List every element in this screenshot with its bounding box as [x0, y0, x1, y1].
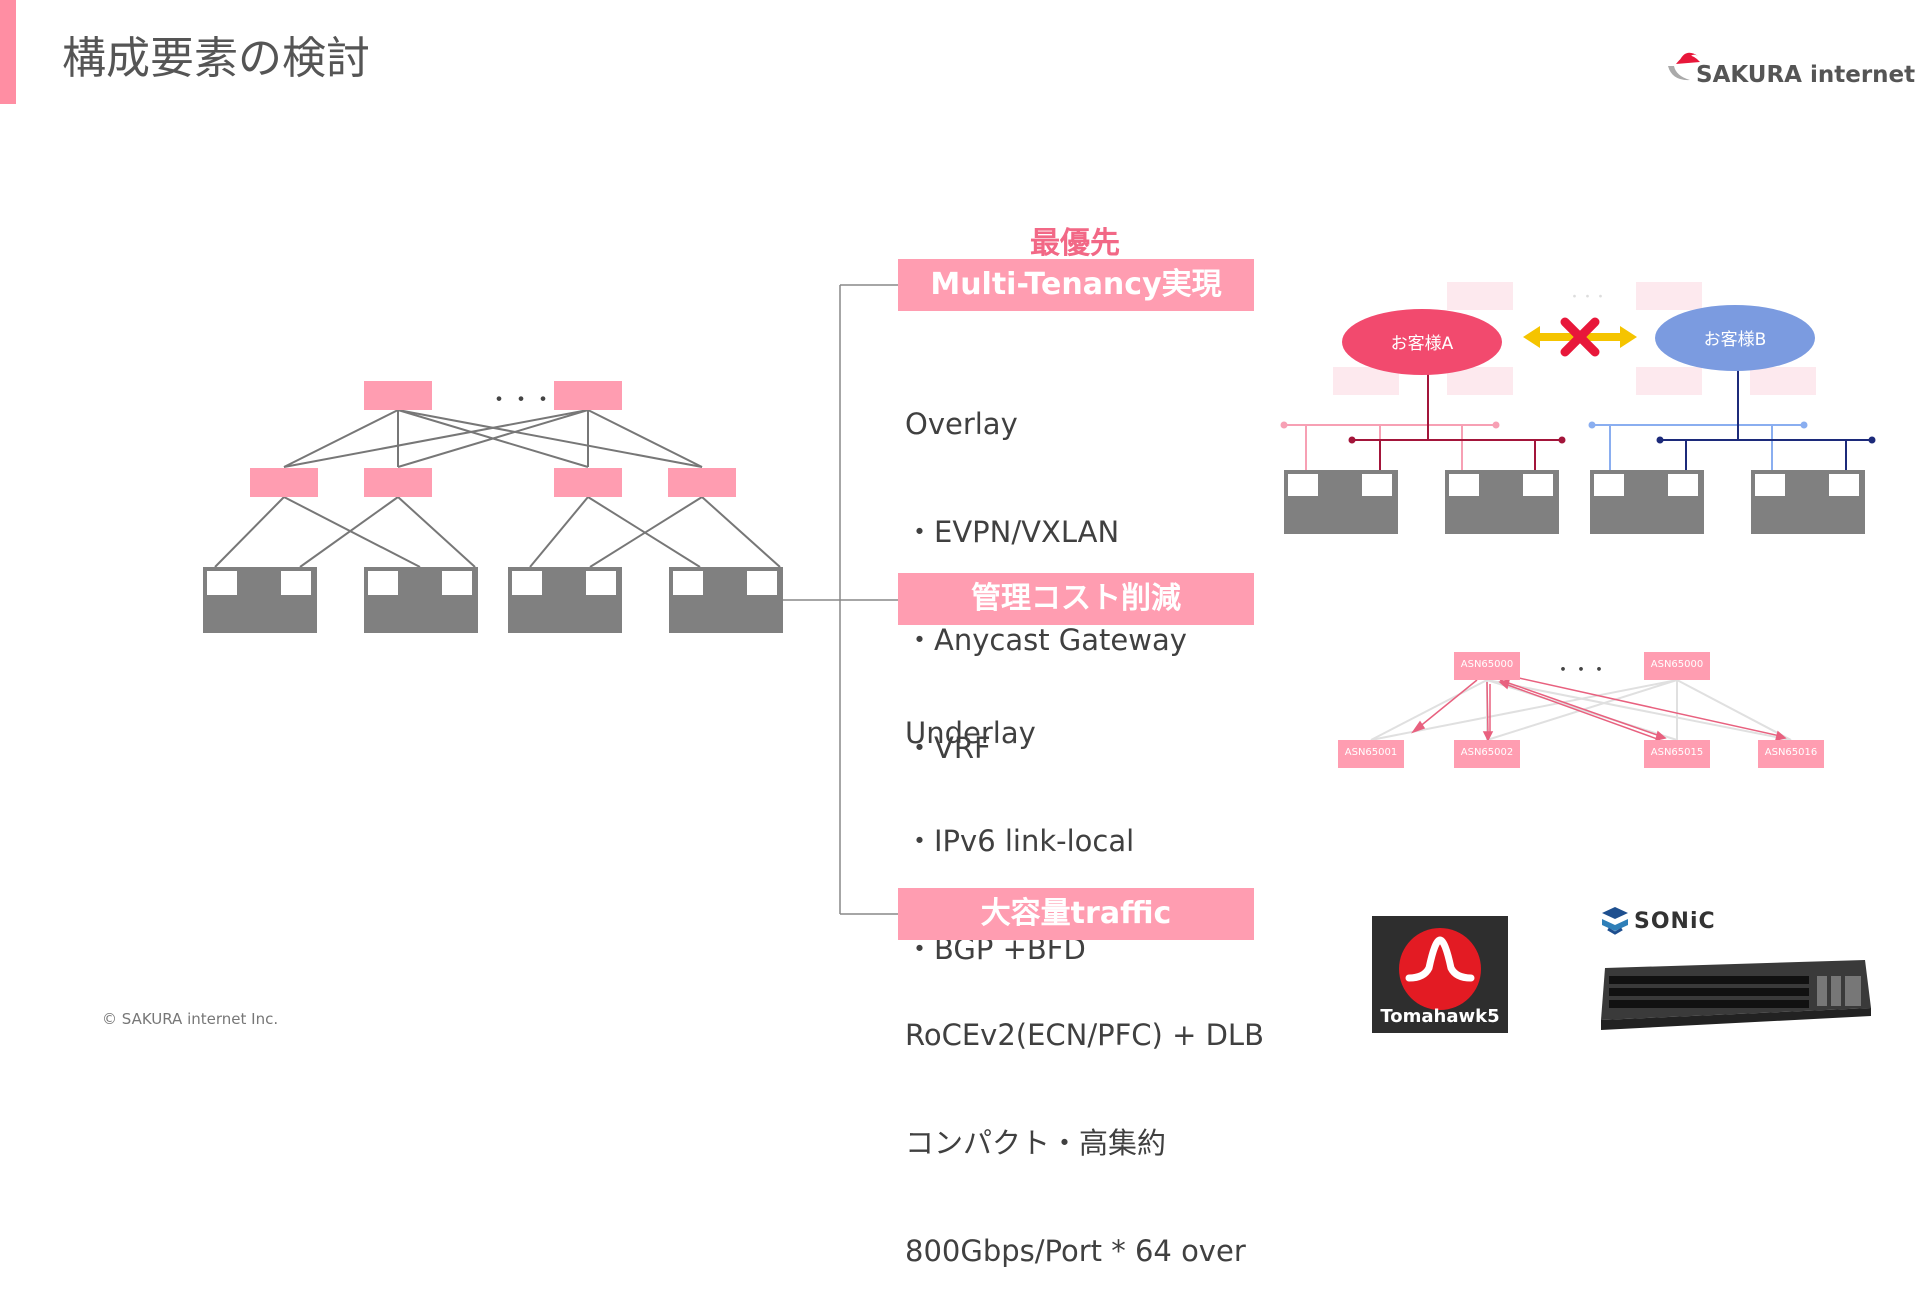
underlay-leaf-label: ASN65015: [1650, 747, 1704, 758]
underlay-spine-label: ASN65000: [1460, 659, 1514, 670]
customer-a-vrf-light: [1284, 424, 1496, 470]
customer-a-ellipse: [1342, 309, 1502, 375]
multi-tenancy-label: Multi-Tenancy実現: [898, 259, 1254, 311]
body-line: Overlay: [905, 407, 1018, 441]
sakura-logo: SAKURA internet: [1662, 46, 1915, 96]
underlay-leaf-label: ASN65002: [1460, 747, 1514, 758]
overlay-ellipsis: ・・・: [1568, 290, 1608, 305]
leaf-switch: [250, 468, 318, 497]
spine-leaf-links: [283, 409, 703, 468]
leaf-switch: [554, 468, 622, 497]
management-cost-label: 管理コスト削減: [898, 573, 1254, 625]
customer-a-label: お客様A: [1390, 334, 1454, 354]
broadcom-badge: Tomahawk5: [1372, 916, 1508, 1033]
server-nics: [207, 571, 777, 595]
copyright: © SAKURA internet Inc.: [102, 1010, 279, 1028]
spine-switch: [364, 381, 432, 410]
leaf-switch: [364, 468, 432, 497]
body-line: Underlay: [905, 716, 1036, 750]
sonic-label: SONiC: [1634, 909, 1716, 934]
priority-label: 最優先: [1030, 226, 1120, 261]
customer-b-vrf-light: [1592, 424, 1804, 470]
underlay-diagram: [1338, 652, 1824, 768]
underlay-spine-label: ASN65000: [1650, 659, 1704, 670]
topology-ellipsis: ・・・: [488, 388, 555, 413]
page-title: 構成要素の検討: [62, 33, 370, 84]
overlay-diagram: [1280, 282, 1876, 534]
cross-icon: [1560, 317, 1600, 357]
body-line: RoCEv2(ECN/PFC) + DLB: [905, 1018, 1264, 1052]
body-line: ・VRF: [905, 731, 991, 765]
multi-tenancy-body: Overlay ・EVPN/VXLAN ・Anycast Gateway ・VR…: [905, 334, 1187, 802]
underlay-leaf-label: ASN65001: [1344, 747, 1398, 758]
underlay-ellipsis: ・・・: [1554, 660, 1608, 681]
leaf-server-links: [214, 496, 781, 568]
body-line: 800Gbps/Port * 64 over: [905, 1234, 1246, 1268]
logo-text: SAKURA internet: [1696, 62, 1916, 88]
diagram-canvas: [203, 282, 1876, 915]
spine-switch: [554, 381, 622, 410]
bracket-connector: [783, 284, 898, 915]
body-line: コンパクト・高集約: [905, 1126, 1167, 1160]
body-line: ・EVPN/VXLAN: [905, 515, 1120, 549]
faded-switches: [1333, 282, 1816, 395]
spine-switches: [364, 381, 622, 410]
traffic-body: RoCEv2(ECN/PFC) + DLB コンパクト・高集約 800Gbps/…: [905, 945, 1264, 1305]
underlay-leaf-label: ASN65016: [1764, 747, 1818, 758]
body-line: ・Anycast Gateway: [905, 623, 1187, 657]
traffic-label: 大容量traffic: [898, 888, 1254, 940]
customer-b-vrf-dark: [1660, 370, 1872, 470]
broadcom-icon: [1399, 928, 1481, 1010]
sakura-logo-icon: [1668, 52, 1700, 81]
leaf-switch: [668, 468, 736, 497]
switch-image: [1595, 958, 1875, 1033]
leaf-switches: [250, 468, 736, 497]
customer-b-label: お客様B: [1703, 330, 1767, 350]
sonic-icon: [1602, 907, 1628, 935]
tomahawk-label: Tomahawk5: [1380, 1006, 1500, 1027]
accent-bar: [0, 0, 16, 104]
customer-b-ellipse: [1655, 305, 1815, 371]
body-line: ・IPv6 link-local: [905, 824, 1135, 858]
